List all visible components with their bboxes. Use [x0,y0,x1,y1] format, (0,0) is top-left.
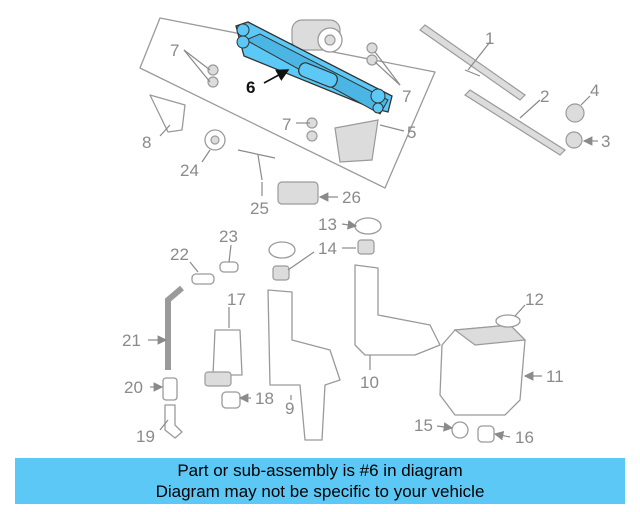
cap-3 [565,131,583,149]
valve-22 [191,273,215,285]
callout-2: 2 [540,87,549,106]
callout-11: 11 [546,367,564,386]
callout-25: 25 [250,199,269,218]
reservoir-9 [267,289,341,441]
bracket-8 [149,94,186,133]
nozzle-26 [277,181,319,205]
ring-12 [495,314,521,328]
cap-14 [357,239,375,255]
cap-4 [565,103,585,123]
wiper-blade-2 [464,89,566,156]
grommet-18 [221,391,241,409]
callout-20: 20 [124,378,143,397]
callout-15: 15 [414,416,433,435]
callout-14: 14 [318,239,337,258]
callout-17: 17 [227,290,246,309]
leader-lines [148,41,598,441]
callout-19: 19 [136,427,155,446]
hose-21 [165,285,184,370]
sensor-16 [477,425,495,443]
connector-20 [162,377,178,401]
callout-7a: 7 [170,41,179,60]
reservoir-10 [354,264,441,356]
wiper-motor [291,19,343,53]
callout-13: 13 [318,215,337,234]
wiper-blade-1 [419,24,526,101]
callout-26: 26 [342,188,361,207]
hose-connector-25 [237,149,276,181]
callout-6: 6 [246,78,255,97]
callout-9: 9 [285,399,294,418]
info-banner: Part or sub-assembly is #6 in diagram Di… [15,458,625,504]
callout-23: 23 [219,227,238,246]
callout-7c: 7 [282,115,291,134]
elbow-19 [164,404,183,439]
callout-24: 24 [180,161,199,180]
pump-17 [212,329,243,376]
info-line-2: Diagram may not be specific to your vehi… [155,482,485,501]
parts-diagram: 1 2 3 4 5 6 7 7 7 8 9 10 11 12 13 14 15 … [122,17,610,447]
callout-21: 21 [122,331,141,350]
callout-18: 18 [255,389,274,408]
seal-15 [451,421,469,439]
callout-3: 3 [601,132,610,151]
grommet-24 [204,129,226,151]
washer-nuts [207,42,378,142]
callout-16: 16 [515,428,534,447]
info-line-1: Part or sub-assembly is #6 in diagram [177,461,463,480]
callout-7b: 7 [402,87,411,106]
callout-5: 5 [407,123,416,142]
gasket-left [268,241,296,259]
wiper-linkage-highlight [235,21,393,115]
callout-1: 1 [485,29,494,48]
gasket-13 [354,217,382,235]
callout-8: 8 [142,133,151,152]
panel-bracket [334,119,379,163]
valve-23 [219,261,239,273]
callout-labels: 1 2 3 4 5 6 7 7 7 8 9 10 11 12 13 14 15 … [122,29,610,447]
cap-left [272,265,290,281]
callout-12: 12 [525,290,544,309]
callout-22: 22 [170,245,189,264]
callout-10: 10 [360,373,379,392]
callout-4: 4 [590,81,599,100]
